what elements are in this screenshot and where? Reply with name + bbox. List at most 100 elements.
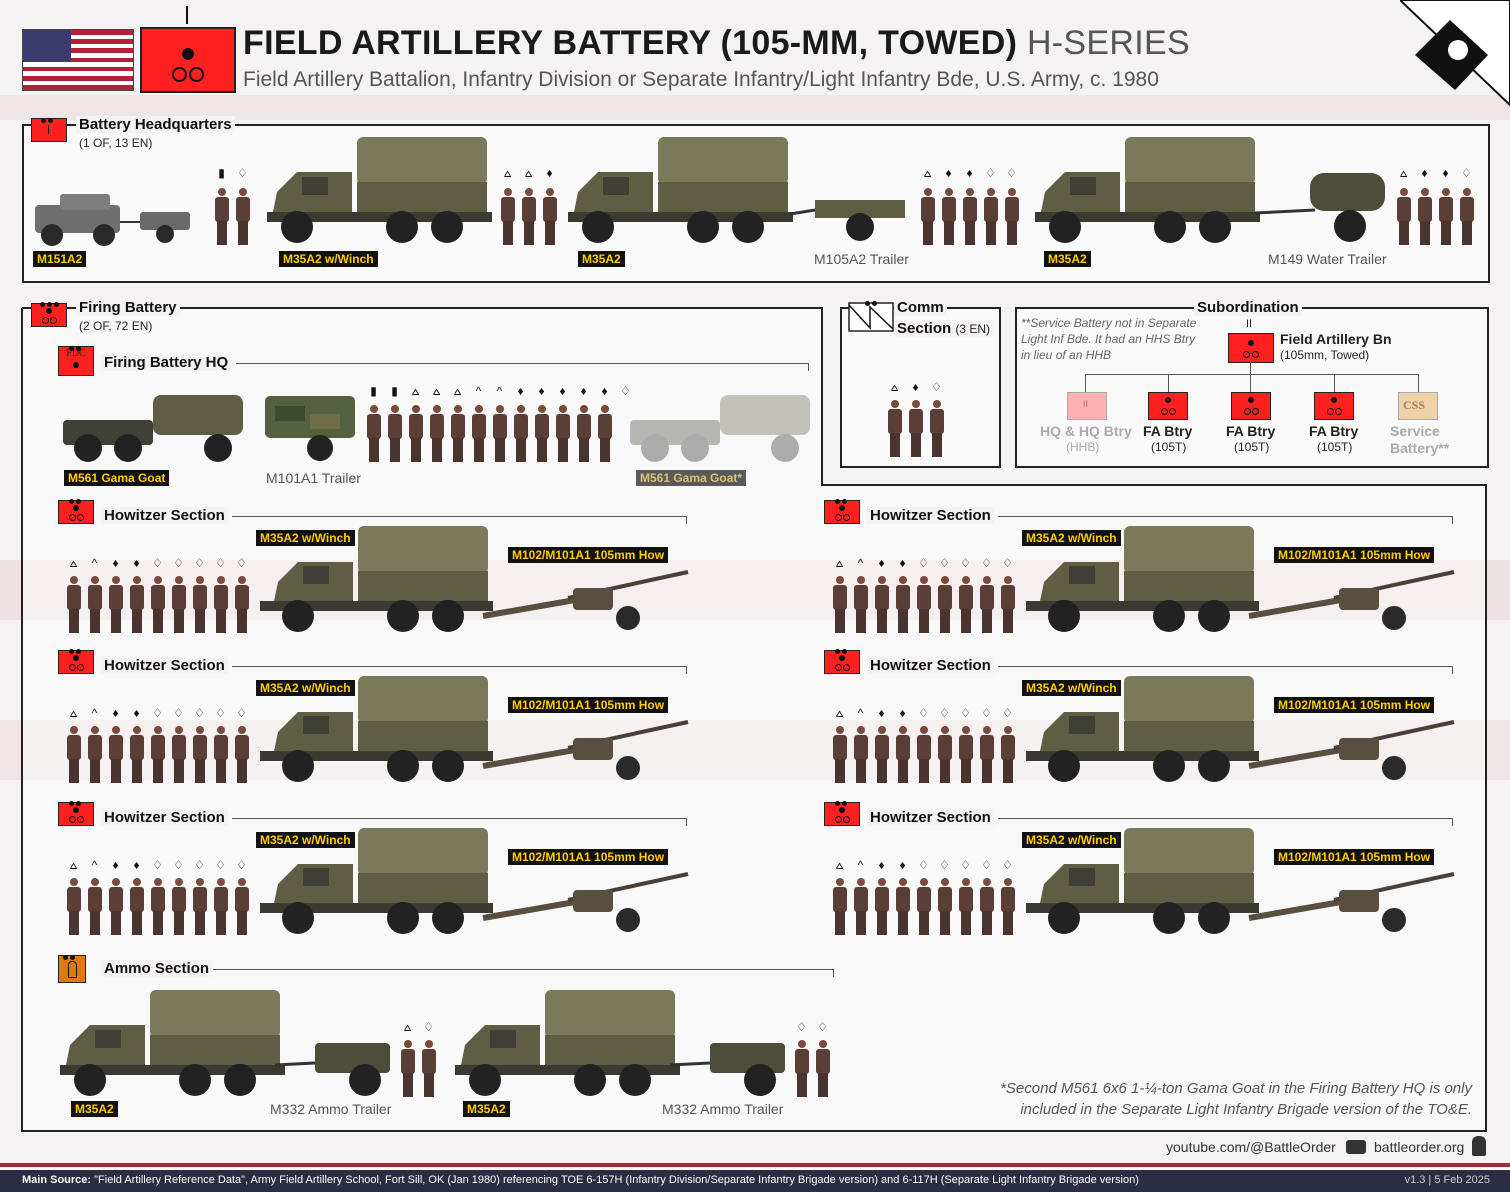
- vehicle-label-m35a2: M35A2: [71, 1101, 118, 1117]
- echelon-dots: [41, 110, 73, 123]
- subordination-note: **Service Battery not in Separate Light …: [1021, 316, 1197, 362]
- footer-stripe: [0, 1163, 1510, 1167]
- m35a2-winch-truck: [1026, 828, 1259, 934]
- rank-insignia: ⩟♢: [403, 1020, 434, 1034]
- version: v1.3 | 5 Feb 2025: [1404, 1174, 1490, 1186]
- rank-insignia: ⩟♦♦♢: [1399, 166, 1472, 180]
- vehicle-label-m35a2-winch: M35A2 w/Winch: [256, 680, 355, 696]
- soldier-group: [64, 878, 251, 936]
- rank-insignia: ⩟^♦♦♢♢♢♢♢: [69, 858, 247, 872]
- m151a2-jeep: [35, 194, 190, 246]
- vehicle-label-m35a2-winch: M35A2 w/Winch: [1022, 680, 1121, 696]
- m35a2-winch-truck: [267, 137, 492, 243]
- howitzer-section-symbol: [58, 802, 94, 826]
- vehicle-label-m35a2-winch: M35A2 w/Winch: [279, 251, 378, 267]
- hhb-symbol: II: [1067, 392, 1107, 420]
- m35a2-winch-truck: [260, 676, 493, 782]
- page-title: FIELD ARTILLERY BATTERY (105-MM, TOWED) …: [243, 24, 1190, 62]
- rank-insignia: ▮♢: [218, 166, 248, 180]
- us-flag: [22, 29, 134, 91]
- firing-battery-frame: [21, 307, 1487, 1132]
- youtube-icon: [1346, 1140, 1366, 1154]
- soldier-group: [64, 576, 251, 634]
- section-rule-tick: [1452, 818, 1453, 826]
- rank-insignia: ⩟^♦♦♢♢♢♢♢: [835, 556, 1013, 570]
- fa-btry-symbol: [1314, 392, 1354, 420]
- org-line: [1168, 374, 1169, 392]
- vehicle-label-m35a2-winch: M35A2 w/Winch: [256, 530, 355, 546]
- vehicle-label-m35a2: M35A2: [463, 1101, 510, 1117]
- signal-symbol-icon: [848, 302, 894, 332]
- child-fa-btry-2-sub: (105T): [1234, 440, 1270, 454]
- subordination-parent-sub: (105mm, Towed): [1280, 348, 1370, 362]
- fa-btry-symbol: [1148, 392, 1188, 420]
- section-rule: [213, 969, 833, 970]
- howitzer-section-title: Howitzer Section: [867, 507, 994, 524]
- comm-title-2: Section (3 EN): [894, 320, 994, 337]
- org-line: [1085, 374, 1419, 375]
- website-link[interactable]: battleorder.org: [1374, 1139, 1465, 1155]
- vehicle-label-m332: M332 Ammo Trailer: [662, 1101, 784, 1117]
- m102-howitzer: [482, 570, 689, 630]
- rank-insignia: ⩟^♦♦♢♢♢♢♢: [835, 706, 1013, 720]
- m35a2-winch-truck: [260, 828, 493, 934]
- soldier-group: [212, 188, 252, 246]
- howitzer-section-symbol: [58, 650, 94, 674]
- howitzer-section-symbol: [824, 650, 860, 674]
- section-rule: [998, 516, 1452, 517]
- echelon-dots: [63, 947, 95, 960]
- echelon-dots: [69, 641, 101, 654]
- soldier-group: [792, 1040, 832, 1098]
- vehicle-label-m101a1: M101A1 Trailer: [266, 470, 361, 486]
- section-rule: [236, 363, 808, 364]
- m332-ammo-trailer: [275, 1043, 390, 1096]
- echelon-dots: [40, 294, 72, 307]
- m332-ammo-trailer: [670, 1043, 785, 1096]
- m35a2-truck: [568, 137, 793, 243]
- firing-battery-hq-title: Firing Battery HQ: [101, 354, 232, 371]
- howitzer-section-symbol: [824, 802, 860, 826]
- section-rule-tick: [1452, 516, 1453, 524]
- section-rule: [232, 516, 686, 517]
- m149-water-trailer: [1255, 173, 1385, 242]
- battleorder-logo-small-icon: [1472, 1136, 1486, 1156]
- soldier-group: [830, 576, 1017, 634]
- section-rule-tick: [808, 363, 809, 371]
- rank-insignia: ⩟^♦♦♢♢♢♢♢: [835, 858, 1013, 872]
- youtube-link[interactable]: youtube.com/@BattleOrder: [1166, 1139, 1336, 1155]
- m35a2-winch-truck: [1026, 526, 1259, 632]
- section-rule: [232, 666, 686, 667]
- fa-btry-symbol: [1231, 392, 1271, 420]
- echelon-marker: [186, 6, 188, 24]
- echelon-dots: [69, 338, 101, 351]
- rank-insignia: ♢♢: [796, 1020, 828, 1034]
- vehicle-label-m151a2: M151A2: [33, 251, 87, 267]
- section-rule-tick: [833, 969, 834, 977]
- howitzer-section-symbol: [58, 500, 94, 524]
- battleorder-logo-icon: [1400, 0, 1510, 107]
- service-btry-symbol: CSS: [1398, 392, 1438, 420]
- m101a1-trailer: [265, 396, 355, 461]
- fdc-symbol: FDC: [58, 346, 94, 376]
- vehicle-label-m561: M561 Gama Goat: [64, 470, 170, 486]
- vehicle-label-howitzer: M102/M101A1 105mm How: [1274, 849, 1435, 865]
- rank-insignia: ⩟♦♢: [890, 380, 942, 394]
- rank-insignia: ⩟^♦♦♢♢♢♢♢: [69, 556, 247, 570]
- firing-battery-strength: (2 OF, 72 EN): [79, 319, 153, 333]
- soldier-group: [398, 1040, 438, 1098]
- gama-goat-footnote: *Second M561 6x6 1-¼-ton Gama Goat in th…: [1000, 1080, 1472, 1118]
- echelon-dots: [69, 491, 101, 504]
- child-fa-btry-1-sub: (105T): [1151, 440, 1187, 454]
- org-line: [1250, 362, 1251, 392]
- echelon-dots: [835, 491, 867, 504]
- vehicle-label-m35a2-winch: M35A2 w/Winch: [1022, 832, 1121, 848]
- org-line: [1418, 374, 1419, 392]
- m35a2-winch-truck: [260, 526, 493, 632]
- section-rule-tick: [686, 818, 687, 826]
- howitzer-section-symbol: [824, 500, 860, 524]
- rank-insignia: ⩟^♦♦♢♢♢♢♢: [69, 706, 247, 720]
- vehicle-label-m35a2: M35A2: [1044, 251, 1091, 267]
- org-line: [1085, 374, 1086, 392]
- rank-insignia: ⩟⩟♦: [503, 166, 553, 180]
- vehicle-label-m149: M149 Water Trailer: [1268, 251, 1387, 267]
